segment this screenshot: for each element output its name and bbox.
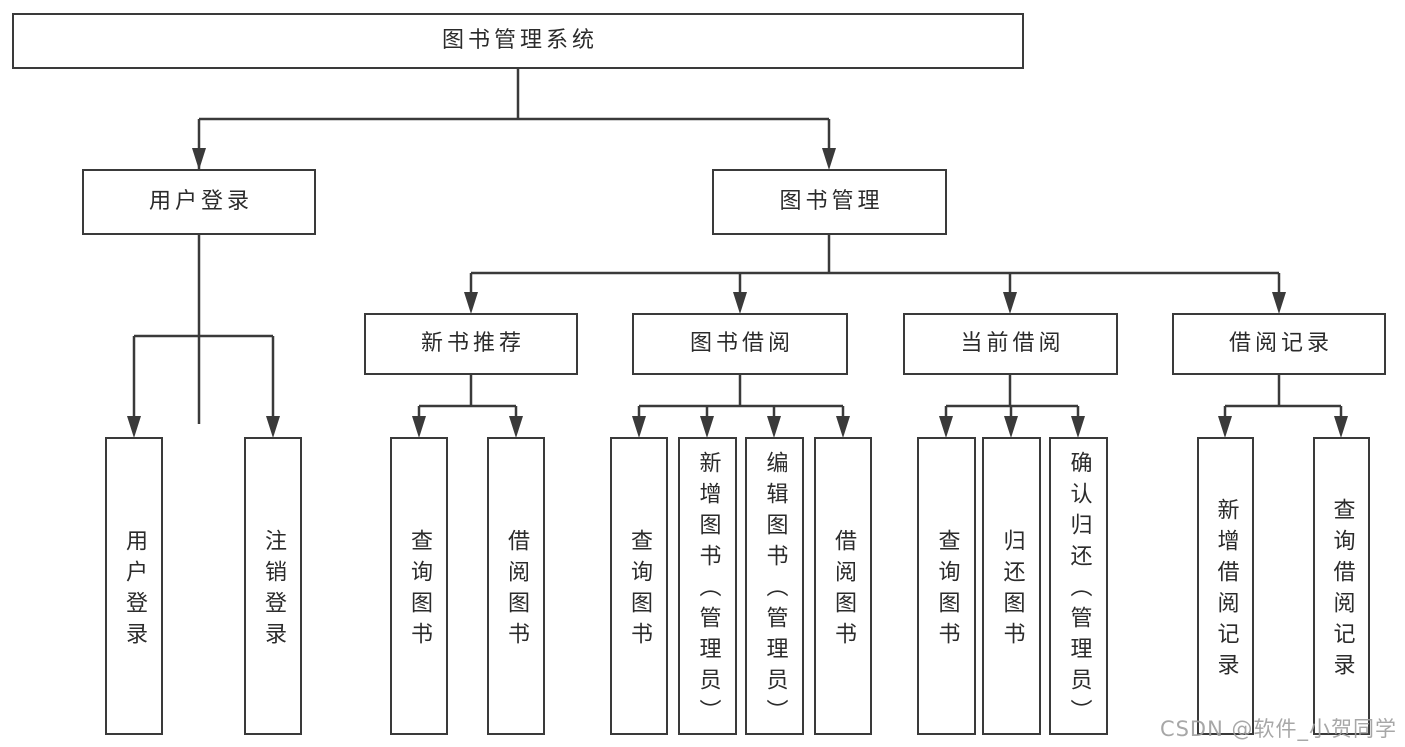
- leaf-return-books: 归还图书: [982, 437, 1041, 735]
- leaf-add-borrow-record: 新增借阅记录: [1197, 437, 1254, 735]
- leaf-label: 编辑图书（管理员）: [762, 451, 788, 730]
- node-label: 图书管理: [779, 189, 884, 214]
- leaf-user-login: 用户登录: [105, 437, 163, 735]
- leaf-label: 查询借阅记录: [1329, 497, 1355, 684]
- node-borrow-records: 借阅记录: [1172, 313, 1386, 375]
- leaf-query-books-recommend: 查询图书: [390, 437, 448, 735]
- leaf-label: 新增图书（管理员）: [695, 451, 721, 730]
- node-book-borrow: 图书借阅: [632, 313, 848, 375]
- leaf-label: 查询图书: [407, 528, 432, 653]
- leaf-label: 查询图书: [934, 528, 960, 653]
- leaf-borrow-books-recommend: 借阅图书: [487, 437, 545, 735]
- leaf-label: 确认归还（管理员）: [1066, 451, 1092, 730]
- leaf-confirm-return-admin: 确认归还（管理员）: [1049, 437, 1108, 735]
- node-label: 新书推荐: [420, 331, 525, 356]
- node-label: 图书管理系统: [441, 28, 598, 53]
- leaf-label: 借阅图书: [831, 528, 856, 653]
- connector-path: [132, 68, 1343, 424]
- leaf-add-books-admin: 新增图书（管理员）: [678, 437, 737, 735]
- leaf-query-borrow-record: 查询借阅记录: [1313, 437, 1370, 735]
- leaf-borrow-books: 借阅图书: [814, 437, 872, 735]
- arrowheads: [127, 148, 1348, 438]
- node-book-management: 图书管理: [712, 169, 947, 235]
- leaf-edit-books-admin: 编辑图书（管理员）: [745, 437, 804, 735]
- leaf-query-books-borrow: 查询图书: [610, 437, 668, 735]
- leaf-label: 用户登录: [122, 528, 147, 653]
- node-label: 图书借阅: [689, 331, 794, 356]
- node-label: 当前借阅: [960, 331, 1065, 356]
- leaf-logout: 注销登录: [244, 437, 302, 735]
- watermark: CSDN @软件_小贺同学: [1159, 717, 1397, 741]
- node-label: 借阅记录: [1228, 331, 1333, 356]
- leaf-label: 借阅图书: [504, 528, 529, 653]
- leaf-label: 注销登录: [261, 528, 286, 653]
- node-library-management-system: 图书管理系统: [12, 13, 1024, 69]
- leaf-label: 归还图书: [999, 528, 1025, 653]
- node-new-book-recommend: 新书推荐: [364, 313, 578, 375]
- leaf-query-books-current: 查询图书: [917, 437, 976, 735]
- leaf-label: 新增借阅记录: [1213, 497, 1239, 684]
- leaf-label: 查询图书: [627, 528, 652, 653]
- node-current-borrow: 当前借阅: [903, 313, 1118, 375]
- node-user-login: 用户登录: [82, 169, 316, 235]
- node-label: 用户登录: [148, 189, 253, 214]
